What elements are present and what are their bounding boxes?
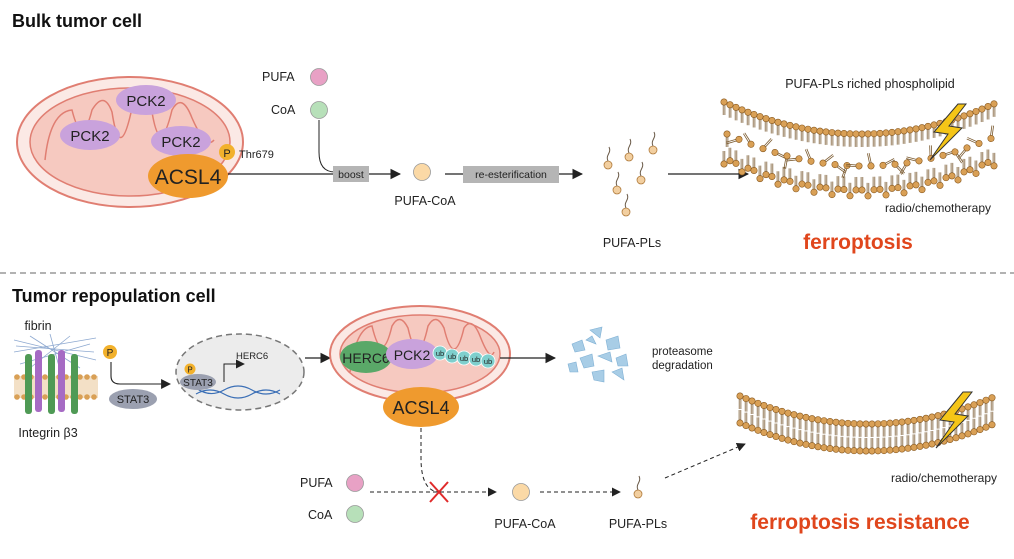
phospho-badge: P [219, 144, 235, 160]
nucleus-icon [175, 333, 305, 411]
membrane-label: PUFA-PLs riched phospholipid [785, 77, 955, 91]
svg-text:PCK2: PCK2 [161, 134, 200, 151]
pufa-pls-icon [603, 131, 658, 217]
lightning-icon-bottom [935, 391, 974, 449]
pls-to-membrane-arrow-bottom [664, 443, 746, 479]
svg-text:PCK2: PCK2 [394, 347, 431, 363]
ferroptosis-resistance-label: ferroptosis resistance [750, 511, 969, 534]
ferroptosis-label: ferroptosis [803, 231, 913, 254]
lightning-icon [929, 103, 968, 161]
pufa-label-bottom: PUFA [300, 476, 333, 490]
fibrin-label: fibrin [24, 319, 51, 333]
pufa-icon-bottom [346, 474, 364, 492]
pufa-coa-label-bottom: PUFA-CoA [494, 517, 556, 531]
coa-icon-bottom [346, 505, 364, 523]
integrin-label: Integrin β3 [18, 426, 77, 440]
stat3-node: STAT3 [109, 389, 157, 409]
pck2-node-2: PCK2 [60, 120, 120, 150]
pck2-node-bottom: PCK2 [386, 339, 438, 369]
transcription-arrow [223, 359, 245, 382]
svg-text:ACSL4: ACSL4 [155, 166, 222, 189]
pufa-pls-icon-bottom [633, 475, 643, 499]
ubiquitin-chain: ub ub ub ub ub [432, 345, 496, 369]
pufa-icon [310, 68, 328, 86]
svg-text:PCK2: PCK2 [126, 93, 165, 110]
herc6-gene-label: HERC6 [236, 351, 268, 362]
pufa-coa-icon [413, 163, 431, 181]
svg-text:P: P [107, 348, 114, 359]
coa-label: CoA [271, 103, 296, 117]
pufa-pls-label: PUFA-PLs [603, 236, 661, 250]
acsl4-node: ACSL4 [148, 154, 228, 198]
proteasome-label-1: proteasome [652, 346, 713, 358]
proteasome-fragments-icon [567, 326, 629, 383]
pufa-pls-label-bottom: PUFA-PLs [609, 517, 667, 531]
pufa-coa-join-line [318, 120, 336, 173]
stat3-activation-arrow [110, 362, 171, 389]
pck2-node-3: PCK2 [151, 126, 211, 156]
proteasome-label-2: degradation [652, 360, 713, 372]
coa-label-bottom: CoA [308, 508, 333, 522]
svg-text:P: P [187, 366, 192, 375]
pck2-node-1: PCK2 [116, 85, 176, 115]
svg-text:ub: ub [460, 354, 468, 363]
integrin-icon [13, 333, 98, 414]
cross-icon [429, 481, 449, 503]
svg-text:ub: ub [448, 352, 456, 361]
svg-text:STAT3: STAT3 [117, 394, 150, 406]
top-title: Bulk tumor cell [12, 11, 142, 31]
acsl4-blocked-line [420, 428, 441, 493]
therapy-label-bottom: radio/chemotherapy [891, 471, 997, 485]
svg-text:ACSL4: ACSL4 [392, 398, 449, 418]
coa-icon [310, 101, 328, 119]
svg-text:P: P [223, 148, 230, 160]
svg-text:ub: ub [484, 357, 492, 366]
svg-text:HERC6: HERC6 [342, 350, 390, 366]
thr679-label: Thr679 [239, 149, 274, 161]
pufa-coa-icon-bottom [512, 483, 530, 501]
bottom-title: Tumor repopulation cell [12, 286, 216, 306]
phospho-badge-nuclear: P [184, 363, 196, 375]
svg-text:STAT3: STAT3 [183, 378, 213, 389]
svg-text:ub: ub [436, 349, 444, 358]
boost-box [333, 166, 369, 182]
stat3-node-nuclear: STAT3 [180, 374, 216, 390]
pufa-label: PUFA [262, 70, 295, 84]
acsl4-node-bottom: ACSL4 [383, 387, 459, 427]
svg-text:PCK2: PCK2 [70, 128, 109, 145]
phospho-badge-bottom: P [103, 345, 117, 359]
therapy-label-top: radio/chemotherapy [885, 201, 991, 215]
reesterification-label: re-esterification [475, 169, 547, 181]
boost-label: boost [338, 169, 364, 181]
svg-text:ub: ub [472, 355, 480, 364]
reesterification-box [463, 166, 559, 183]
pufa-coa-label: PUFA-CoA [394, 194, 456, 208]
herc6-node: HERC6 [340, 341, 392, 373]
